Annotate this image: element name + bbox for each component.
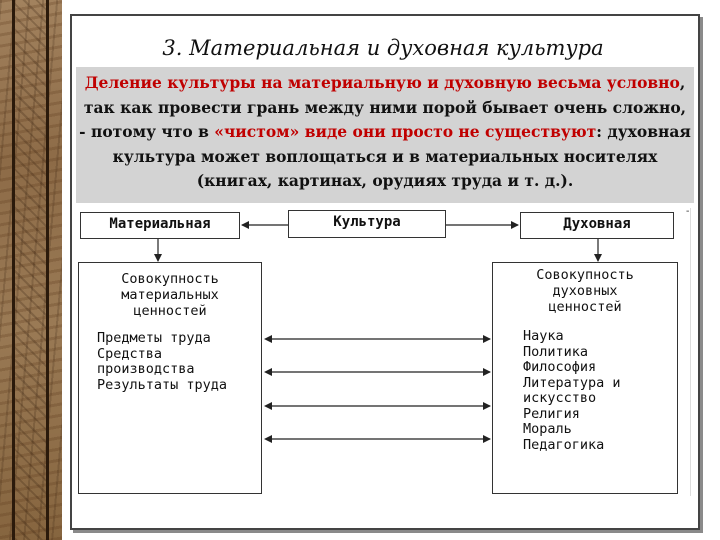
spiritual-values-list: Наука Политика Философия Литература и ис…: [493, 328, 677, 453]
stray-mark: -: [686, 206, 690, 217]
list-item: Результаты труда: [97, 376, 228, 393]
slide-title: 3. Материальная и духовная культура: [162, 36, 604, 60]
list-item: производства: [97, 361, 195, 377]
note-highlight: «чистом» виде они просто не существуют: [214, 122, 597, 141]
material-label-box: Материальная: [80, 212, 240, 239]
note-line: так как провести грань между ними порой …: [76, 96, 694, 121]
note-line: Деление культуры на материальную и духов…: [76, 71, 694, 96]
arrow-head-left-1: [264, 335, 272, 343]
arrow-head-left-4: [264, 435, 272, 443]
heading-line: Совокупность: [536, 267, 634, 283]
strip-hatch: [15, 0, 46, 540]
note-text: культура может воплощаться и в материаль…: [112, 146, 658, 166]
note-line: - потому что в «чистом» виде они просто …: [76, 120, 694, 145]
spiritual-label: Духовная: [563, 216, 631, 232]
material-values-box: Совокупность материальных ценностей Пред…: [78, 262, 262, 494]
list-item: Наука: [523, 328, 564, 344]
note-text: - потому что в: [79, 122, 215, 141]
list-item: Философия: [523, 359, 597, 375]
list-item: Политика: [523, 343, 589, 360]
heading-line: духовных: [552, 283, 618, 299]
spiritual-label-box: Духовная: [520, 212, 674, 239]
note-text: так как провести грань между ними порой …: [83, 97, 687, 117]
note-highlight: Деление культуры на материальную и духов…: [84, 73, 680, 92]
heading-line: ценностей: [548, 299, 622, 315]
note-line: культура может воплощаться и в материаль…: [76, 145, 694, 170]
note-line: (книгах, картинах, орудиях труда и т. д.…: [76, 169, 694, 194]
list-item: Мораль: [523, 421, 572, 437]
spiritual-values-box: Совокупность духовных ценностей Наука По…: [492, 262, 678, 494]
list-item: Литература и: [523, 374, 621, 391]
note-text: (книгах, картинах, орудиях труда и т. д.…: [196, 171, 574, 190]
list-item: Религия: [523, 405, 580, 422]
strip-line-left: [12, 0, 15, 540]
arrow-head-left-3: [264, 402, 272, 410]
material-values-heading: Совокупность материальных ценностей: [79, 271, 261, 319]
note-text: : духовная: [596, 122, 691, 141]
culture-box: Культура: [288, 210, 446, 238]
note-block: Деление культуры на материальную и духов…: [76, 67, 694, 203]
list-item: Педагогика: [523, 436, 605, 453]
heading-line: материальных: [121, 287, 219, 303]
arrow-head-left-2: [264, 368, 272, 376]
strip-line-right: [46, 0, 49, 540]
material-values-list: Предметы труда Средства производства Рез…: [79, 330, 261, 393]
list-item: Средства: [97, 345, 163, 362]
heading-line: ценностей: [133, 303, 207, 319]
heading-line: Совокупность: [121, 271, 219, 287]
culture-label: Культура: [333, 214, 401, 230]
note-text: ,: [679, 73, 686, 92]
list-item: искусство: [523, 390, 597, 406]
decorative-marble-strip: [0, 0, 62, 540]
material-label: Материальная: [109, 216, 211, 232]
spiritual-values-heading: Совокупность духовных ценностей: [493, 267, 677, 315]
list-item: Предметы труда: [97, 330, 211, 346]
